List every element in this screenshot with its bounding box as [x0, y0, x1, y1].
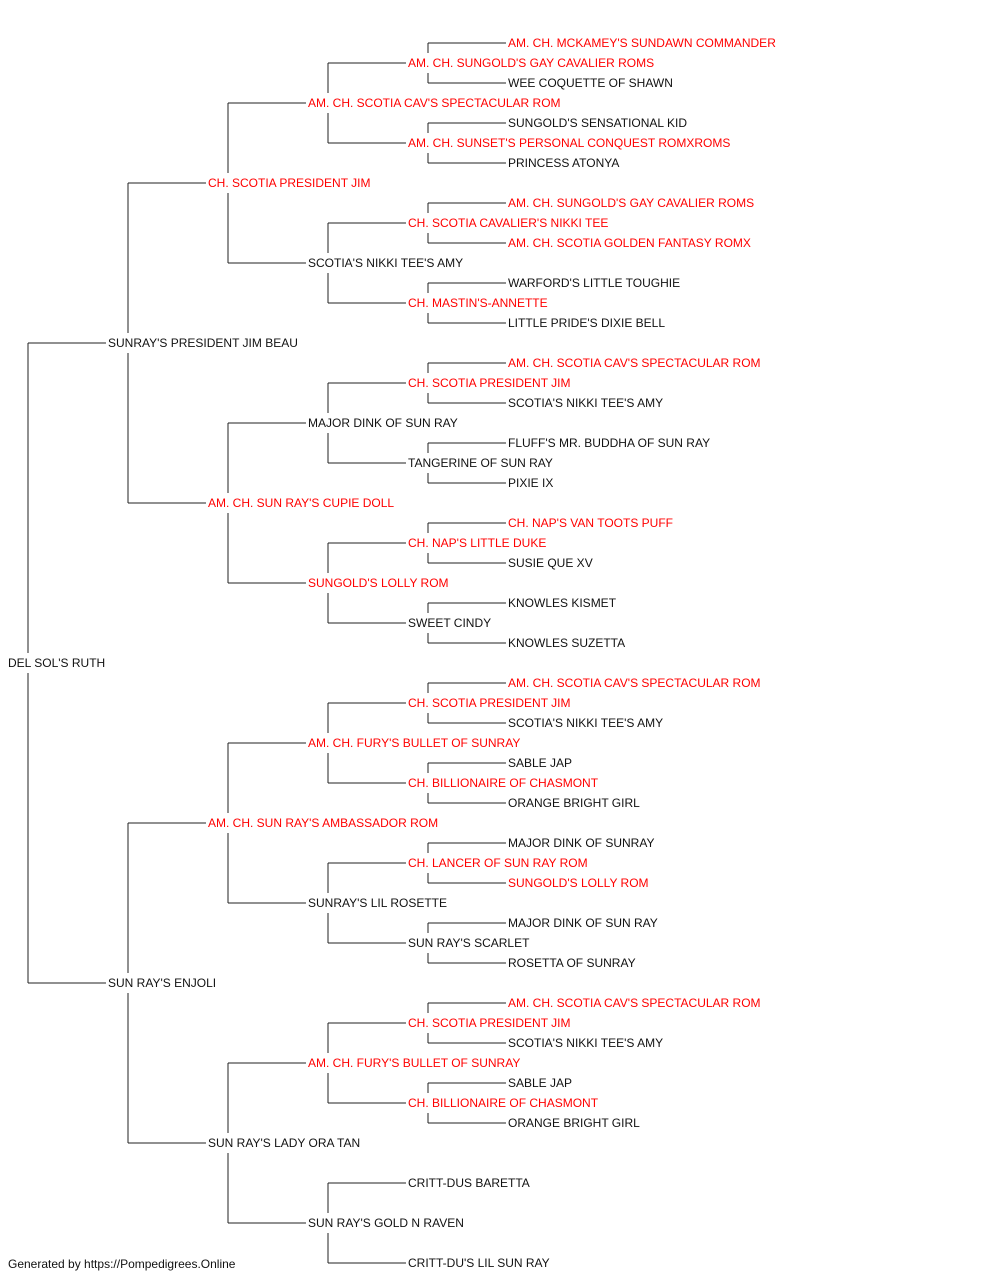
ancestor-name: KNOWLES KISMET — [508, 596, 617, 610]
ancestor-name: ORANGE BRIGHT GIRL — [508, 796, 640, 810]
ancestor-name: SUNRAY'S LIL ROSETTE — [308, 896, 447, 910]
ancestor-name: CH. MASTIN'S-ANNETTE — [408, 296, 548, 310]
ancestor-name: AM. CH. SCOTIA CAV'S SPECTACULAR ROM — [508, 356, 761, 370]
ancestor-name: MAJOR DINK OF SUNRAY — [508, 836, 655, 850]
ancestor-name: CRITT-DUS BARETTA — [408, 1176, 530, 1190]
ancestor-name: ORANGE BRIGHT GIRL — [508, 1116, 640, 1130]
ancestor-name: AM. CH. FURY'S BULLET OF SUNRAY — [308, 736, 521, 750]
ancestor-name: SCOTIA'S NIKKI TEE'S AMY — [508, 716, 664, 730]
ancestor-name: SUN RAY'S GOLD N RAVEN — [308, 1216, 464, 1230]
ancestor-name: CH. BILLIONAIRE OF CHASMONT — [408, 776, 599, 790]
ancestor-name: AM. CH. SCOTIA CAV'S SPECTACULAR ROM — [508, 676, 761, 690]
ancestor-name: SUNGOLD'S LOLLY ROM — [308, 576, 449, 590]
ancestor-name: AM. CH. SCOTIA CAV'S SPECTACULAR ROM — [308, 96, 561, 110]
ancestor-name: ROSETTA OF SUNRAY — [508, 956, 636, 970]
ancestor-name: CH. SCOTIA PRESIDENT JIM — [408, 696, 571, 710]
subject-dog-name: DEL SOL'S RUTH — [8, 656, 106, 670]
ancestor-name: PRINCESS ATONYA — [508, 156, 620, 170]
ancestor-name: AM. CH. FURY'S BULLET OF SUNRAY — [308, 1056, 521, 1070]
ancestor-name: SCOTIA'S NIKKI TEE'S AMY — [308, 256, 464, 270]
ancestor-name: MAJOR DINK OF SUN RAY — [508, 916, 658, 930]
ancestor-name: AM. CH. SCOTIA CAV'S SPECTACULAR ROM — [508, 996, 761, 1010]
ancestor-name: CH. NAP'S VAN TOOTS PUFF — [508, 516, 673, 530]
ancestor-name: SUN RAY'S LADY ORA TAN — [208, 1136, 361, 1150]
ancestor-name: WEE COQUETTE OF SHAWN — [508, 76, 673, 90]
ancestor-name: AM. CH. SUNGOLD'S GAY CAVALIER ROMS — [408, 56, 655, 70]
footer-credit: Generated by https://Pompedigrees.Online — [8, 1257, 236, 1271]
ancestor-name: TANGERINE OF SUN RAY — [408, 456, 553, 470]
ancestor-name: SUNGOLD'S LOLLY ROM — [508, 876, 649, 890]
ancestor-name: AM. CH. SCOTIA GOLDEN FANTASY ROMX — [508, 236, 751, 250]
ancestor-name: SUNRAY'S PRESIDENT JIM BEAU — [108, 336, 298, 350]
ancestor-name: CRITT-DU'S LIL SUN RAY — [408, 1256, 550, 1270]
ancestor-name: CH. SCOTIA PRESIDENT JIM — [408, 376, 571, 390]
ancestor-name: CH. SCOTIA CAVALIER'S NIKKI TEE — [408, 216, 609, 230]
ancestor-name: AM. CH. MCKAMEY'S SUNDAWN COMMANDER — [508, 36, 776, 50]
ancestor-name: SUN RAY'S SCARLET — [408, 936, 530, 950]
ancestor-name: SCOTIA'S NIKKI TEE'S AMY — [508, 1036, 664, 1050]
ancestor-name: AM. CH. SUN RAY'S AMBASSADOR ROM — [208, 816, 439, 830]
ancestor-name: SUNGOLD'S SENSATIONAL KID — [508, 116, 687, 130]
ancestor-name: AM. CH. SUNGOLD'S GAY CAVALIER ROMS — [508, 196, 755, 210]
ancestor-name: CH. NAP'S LITTLE DUKE — [408, 536, 547, 550]
ancestor-name: CH. SCOTIA PRESIDENT JIM — [208, 176, 371, 190]
ancestor-name: SABLE JAP — [508, 756, 573, 770]
ancestor-name: MAJOR DINK OF SUN RAY — [308, 416, 458, 430]
ancestor-name: WARFORD'S LITTLE TOUGHIE — [508, 276, 681, 290]
ancestor-name: AM. CH. SUNSET'S PERSONAL CONQUEST ROMXR… — [408, 136, 731, 150]
ancestor-name: AM. CH. SUN RAY'S CUPIE DOLL — [208, 496, 395, 510]
ancestor-name: KNOWLES SUZETTA — [508, 636, 626, 650]
ancestor-name: SABLE JAP — [508, 1076, 573, 1090]
ancestor-name: CH. SCOTIA PRESIDENT JIM — [408, 1016, 571, 1030]
ancestor-name: LITTLE PRIDE'S DIXIE BELL — [508, 316, 666, 330]
ancestor-name: SUN RAY'S ENJOLI — [108, 976, 217, 990]
ancestor-name: SCOTIA'S NIKKI TEE'S AMY — [508, 396, 664, 410]
ancestor-name: PIXIE IX — [508, 476, 554, 490]
ancestor-name: CH. LANCER OF SUN RAY ROM — [408, 856, 588, 870]
ancestor-name: SUSIE QUE XV — [508, 556, 593, 570]
ancestor-name: CH. BILLIONAIRE OF CHASMONT — [408, 1096, 599, 1110]
ancestor-name: SWEET CINDY — [408, 616, 492, 630]
ancestor-name: FLUFF'S MR. BUDDHA OF SUN RAY — [508, 436, 711, 450]
